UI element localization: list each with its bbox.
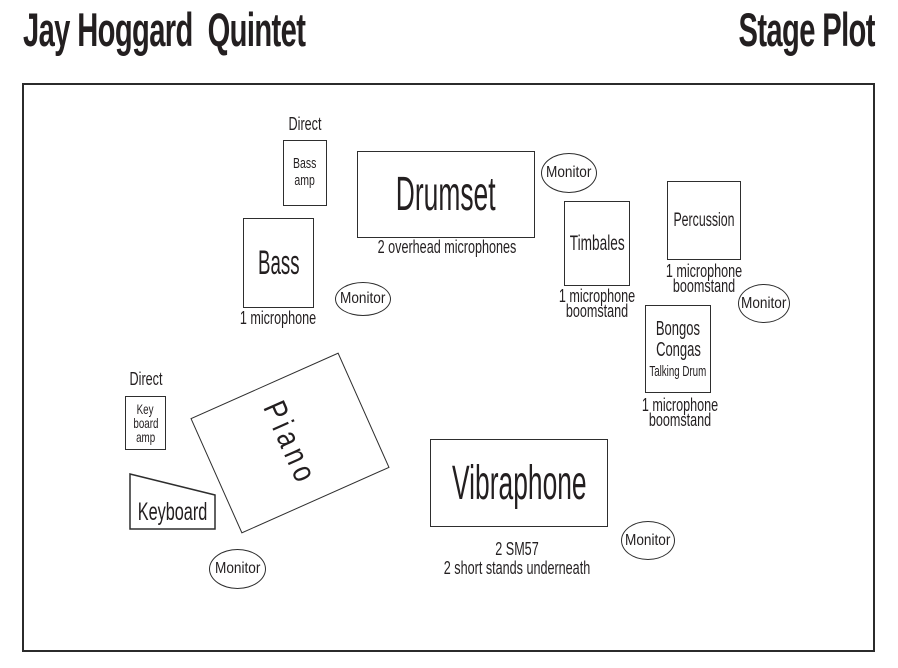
bass-amp-direct-label: Direct	[288, 114, 322, 134]
piano-label: Piano	[256, 395, 325, 491]
monitor-oval-percussion: Monitor	[738, 284, 790, 323]
timbales-label: Timbales	[569, 231, 625, 255]
keyboard-amp-label-line1: Key	[137, 401, 154, 417]
monitor-label: Monitor	[214, 560, 261, 577]
hand-drums-box: Bongos Congas Talking Drum	[645, 305, 711, 393]
keyboard-amp-direct-label: Direct	[129, 369, 163, 389]
monitor-oval-drumset: Monitor	[541, 153, 597, 193]
monitor-oval-bass: Monitor	[335, 282, 391, 316]
timbales-mic-note: 1 microphone boomstand	[558, 286, 636, 322]
band-title: Jay Hoggard Quintet	[23, 3, 306, 56]
bass-box: Bass	[243, 218, 314, 308]
bass-amp-box: Bass amp	[283, 140, 327, 206]
congas-label: Congas	[655, 338, 701, 361]
bass-amp-label-line2: amp	[294, 172, 316, 189]
keyboard-amp-label-line3: amp	[135, 429, 156, 445]
keyboard-shape	[129, 473, 216, 530]
bongos-label: Bongos	[655, 317, 701, 340]
vibraphone-box: Vibraphone	[430, 439, 608, 527]
talking-drum-label: Talking Drum	[649, 362, 707, 380]
vibraphone-mic-note: 2 SM57 2 short stands underneath	[443, 539, 591, 578]
keyboard-amp-label-line2: board	[132, 415, 159, 431]
monitor-oval-keyboard: Monitor	[209, 549, 266, 589]
bass-mic-note: 1 microphone	[239, 308, 317, 328]
vibraphone-label: Vibraphone	[451, 456, 587, 510]
monitor-label: Monitor	[340, 290, 386, 307]
drumset-label: Drumset	[396, 168, 496, 221]
timbales-box: Timbales	[564, 201, 630, 286]
monitor-label: Monitor	[546, 164, 592, 181]
monitor-oval-vibraphone: Monitor	[621, 521, 675, 560]
drumset-mic-note: 2 overhead microphones	[377, 237, 517, 257]
percussion-label: Percussion	[673, 209, 735, 231]
doc-title: Stage Plot	[738, 3, 876, 56]
monitor-label: Monitor	[625, 531, 671, 549]
bass-amp-label-line1: Bass	[293, 155, 317, 173]
percussion-box: Percussion	[667, 181, 741, 260]
monitor-label: Monitor	[741, 294, 787, 312]
drumset-box: Drumset	[357, 151, 535, 238]
keyboard-label: Keyboard	[138, 498, 208, 526]
percussion-mic-note: 1 microphone boomstand	[665, 261, 743, 297]
keyboard-amp-box: Key board amp	[125, 396, 166, 450]
hand-drums-mic-note: 1 microphone boomstand	[641, 395, 719, 431]
bass-label: Bass	[257, 243, 300, 282]
